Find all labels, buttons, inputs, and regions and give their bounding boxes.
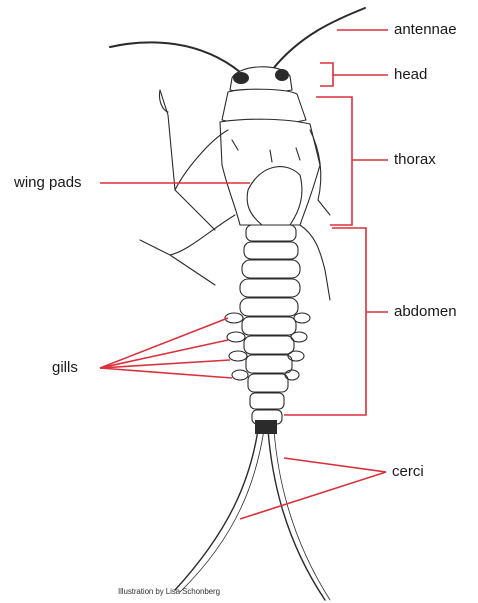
label-wing-pads: wing pads [14,175,82,190]
label-head: head [394,67,427,82]
left-mid-leg [140,215,235,285]
label-gills: gills [52,360,78,375]
gills-leaders [100,318,232,378]
illustration-credit: Illustration by Lisa Schonberg [118,587,220,596]
label-abdomen: abdomen [394,304,457,319]
right-antenna [272,8,365,70]
abdomen-segments [240,225,300,424]
left-front-leg [160,90,228,230]
mesothorax [220,119,320,225]
head-bracket [320,63,388,86]
thorax-bracket [316,97,388,225]
label-antennae: antennae [394,22,457,37]
left-cercus [175,430,258,590]
label-thorax: thorax [394,152,436,167]
cerci-leaders [240,458,386,519]
label-cerci: cerci [392,464,424,479]
right-hind-leg [300,225,330,300]
left-antenna [110,42,240,72]
abdomen-bracket [284,228,388,415]
left-eye [233,72,249,84]
right-eye [275,69,289,81]
